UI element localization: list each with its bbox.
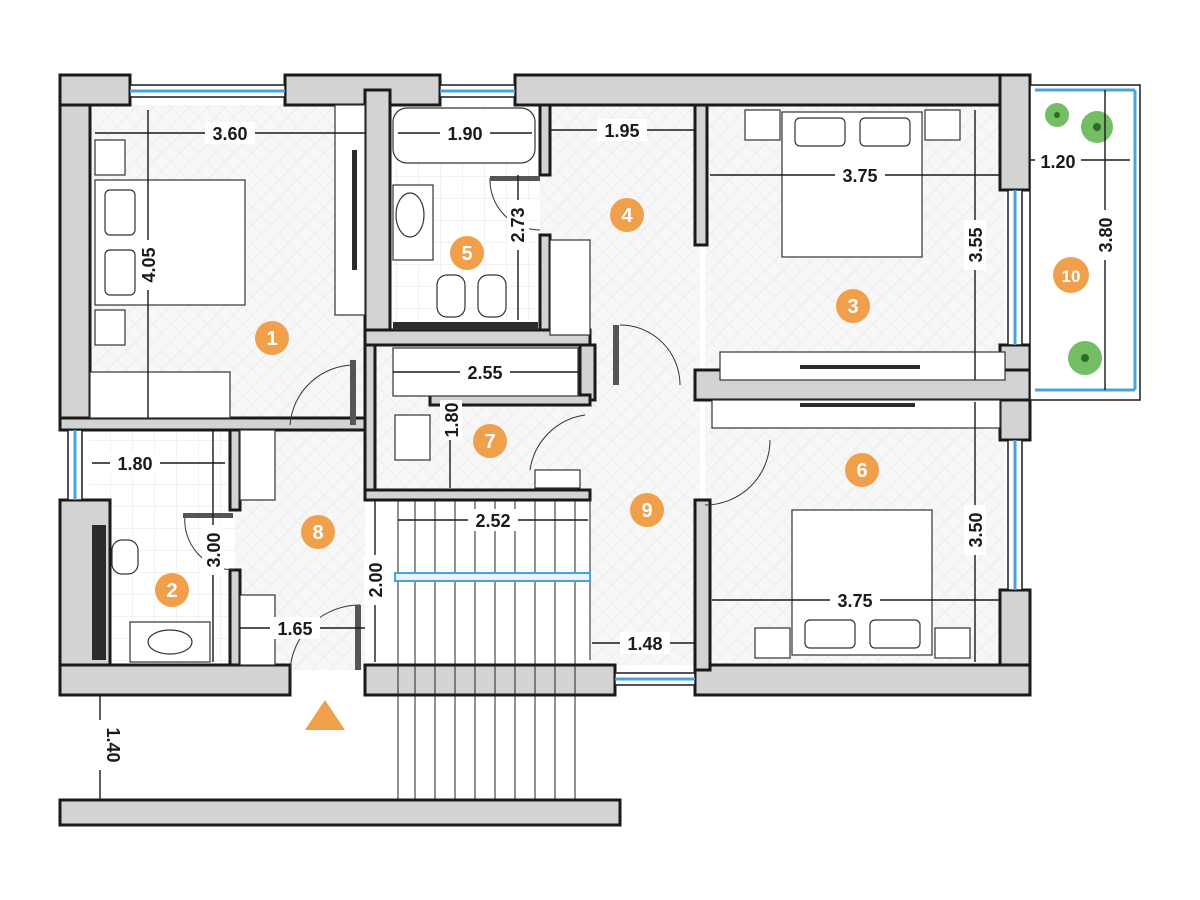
dim-room3-height: 3.55	[966, 227, 986, 262]
dim-room6-width: 3.75	[837, 591, 872, 611]
room-marker-5: 5	[450, 236, 484, 270]
svg-text:10: 10	[1062, 267, 1081, 286]
room-markers: 1 2 3 4 5 6 7 8	[155, 198, 1089, 607]
dim-landing-width: 1.48	[627, 634, 662, 654]
dim-terrace-width: 1.20	[1040, 152, 1075, 172]
dim-stair-width: 2.52	[475, 511, 510, 531]
svg-text:6: 6	[856, 460, 867, 482]
dim-room6-height: 3.50	[966, 512, 986, 547]
room-marker-7: 7	[473, 424, 507, 458]
dim-wardrobe-width: 2.55	[467, 363, 502, 383]
dim-bath2-height: 3.00	[204, 532, 224, 567]
dim-closet7-height: 1.80	[442, 402, 462, 437]
room-marker-8: 8	[301, 515, 335, 549]
room-marker-6: 6	[845, 453, 879, 487]
dim-bath5-width: 1.90	[447, 124, 482, 144]
dim-dressing-width: 1.80	[117, 454, 152, 474]
room-marker-9: 9	[630, 493, 664, 527]
dim-room1-width: 3.60	[212, 124, 247, 144]
arrow-up-icon	[305, 700, 345, 730]
walls	[58, 73, 1032, 697]
furniture	[89, 103, 1113, 800]
plants	[1045, 103, 1113, 375]
doors	[183, 176, 771, 671]
wardrobe-room-1	[334, 104, 366, 316]
dimension-labels: 3.60 4.05 1.90 2.73 1.95 3.75 3.55 1.20 …	[89, 119, 1116, 770]
room-marker-10: 10	[1053, 257, 1089, 293]
plant-icon	[1081, 111, 1113, 143]
svg-text:7: 7	[484, 431, 495, 453]
room-marker-2: 2	[155, 573, 189, 607]
dim-hall-width: 1.65	[277, 619, 312, 639]
svg-text:8: 8	[312, 522, 323, 544]
svg-text:9: 9	[641, 500, 652, 522]
wardrobe-room-6	[711, 399, 1001, 429]
plant-icon	[1068, 341, 1102, 375]
plant-icon	[1045, 103, 1069, 127]
svg-text:4: 4	[621, 205, 633, 227]
dim-room3-width: 3.75	[842, 166, 877, 186]
dim-entrance-depth: 1.40	[103, 727, 123, 762]
svg-text:1: 1	[266, 328, 277, 350]
staircase	[394, 500, 591, 800]
room-marker-4: 4	[610, 198, 644, 232]
dimension-lines	[92, 90, 1130, 662]
entrance	[58, 695, 622, 827]
dim-terrace-height: 3.80	[1096, 217, 1116, 252]
cabinet-room-4	[549, 239, 591, 336]
room-marker-3: 3	[836, 289, 870, 323]
svg-text:2: 2	[166, 580, 177, 602]
room-marker-1: 1	[255, 321, 289, 355]
dim-room4-width: 1.95	[604, 121, 639, 141]
dim-stair-height: 2.00	[366, 562, 386, 597]
svg-text:5: 5	[461, 243, 472, 265]
dim-room1-height: 4.05	[139, 247, 159, 282]
svg-text:3: 3	[847, 296, 858, 318]
dim-bath5-height: 2.73	[508, 207, 528, 242]
